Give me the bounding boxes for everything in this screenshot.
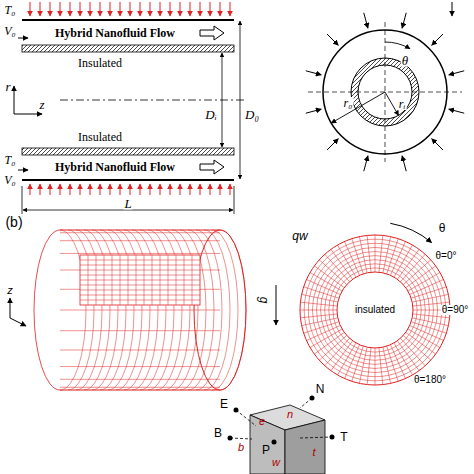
dimension-label: L: [123, 197, 132, 210]
inlet-temperature: T₀: [4, 154, 17, 166]
axis-label: z: [6, 285, 14, 296]
angle-label: θ: [401, 54, 409, 67]
inlet-velocity: V₀: [3, 174, 17, 186]
axis-label: r: [4, 80, 11, 93]
heat-flux-arrows: [30, 2, 230, 195]
band-label: Hybrid Nanofluid Flow: [55, 160, 175, 175]
flow-band: Hybrid Nanofluid Flow: [40, 158, 190, 176]
face-letter: e: [258, 416, 266, 427]
node-letter: T: [339, 431, 348, 443]
node-letter: P: [261, 444, 271, 456]
gravity-label: g: [258, 296, 270, 305]
angle-label: θ=0°: [435, 251, 458, 261]
wall-label: Insulated: [77, 131, 123, 143]
heat-flux-label: qw: [291, 230, 308, 242]
inlet-velocity: V₀: [3, 25, 17, 37]
angle-label: θ: [438, 222, 447, 234]
wall-label: Insulated: [77, 57, 123, 69]
dimension-label: D₀: [244, 108, 260, 121]
dimension-label: Dᵢ: [204, 108, 217, 121]
node-letter: N: [315, 383, 326, 395]
flow-band: Hybrid Nanofluid Flow: [40, 24, 190, 42]
pipe-schematic: [14, 2, 244, 214]
node-letter: B: [213, 427, 223, 439]
face-letter: n: [286, 409, 294, 420]
angle-label: θ=90°: [441, 305, 470, 315]
face-letter: b: [237, 442, 245, 453]
mesh-3d: [10, 230, 276, 390]
face-letter: w: [271, 457, 281, 468]
insulated-label: insulated: [354, 305, 396, 315]
cross-section: [306, 2, 464, 171]
axis-label: z: [38, 98, 45, 111]
control-volume: [228, 396, 335, 474]
band-label: Hybrid Nanofluid Flow: [55, 26, 175, 41]
face-letter: t: [311, 447, 316, 458]
inward-arrows: [306, 13, 464, 171]
inlet-temperature: T₀: [4, 4, 17, 16]
radius-label: rᵢ: [398, 98, 407, 110]
angle-label: θ=180°: [413, 375, 447, 385]
panel-label: (b): [4, 215, 23, 229]
radius-label: r₀: [343, 97, 354, 109]
mesh-cross-section: [300, 223, 450, 385]
node-letter: E: [219, 398, 229, 410]
